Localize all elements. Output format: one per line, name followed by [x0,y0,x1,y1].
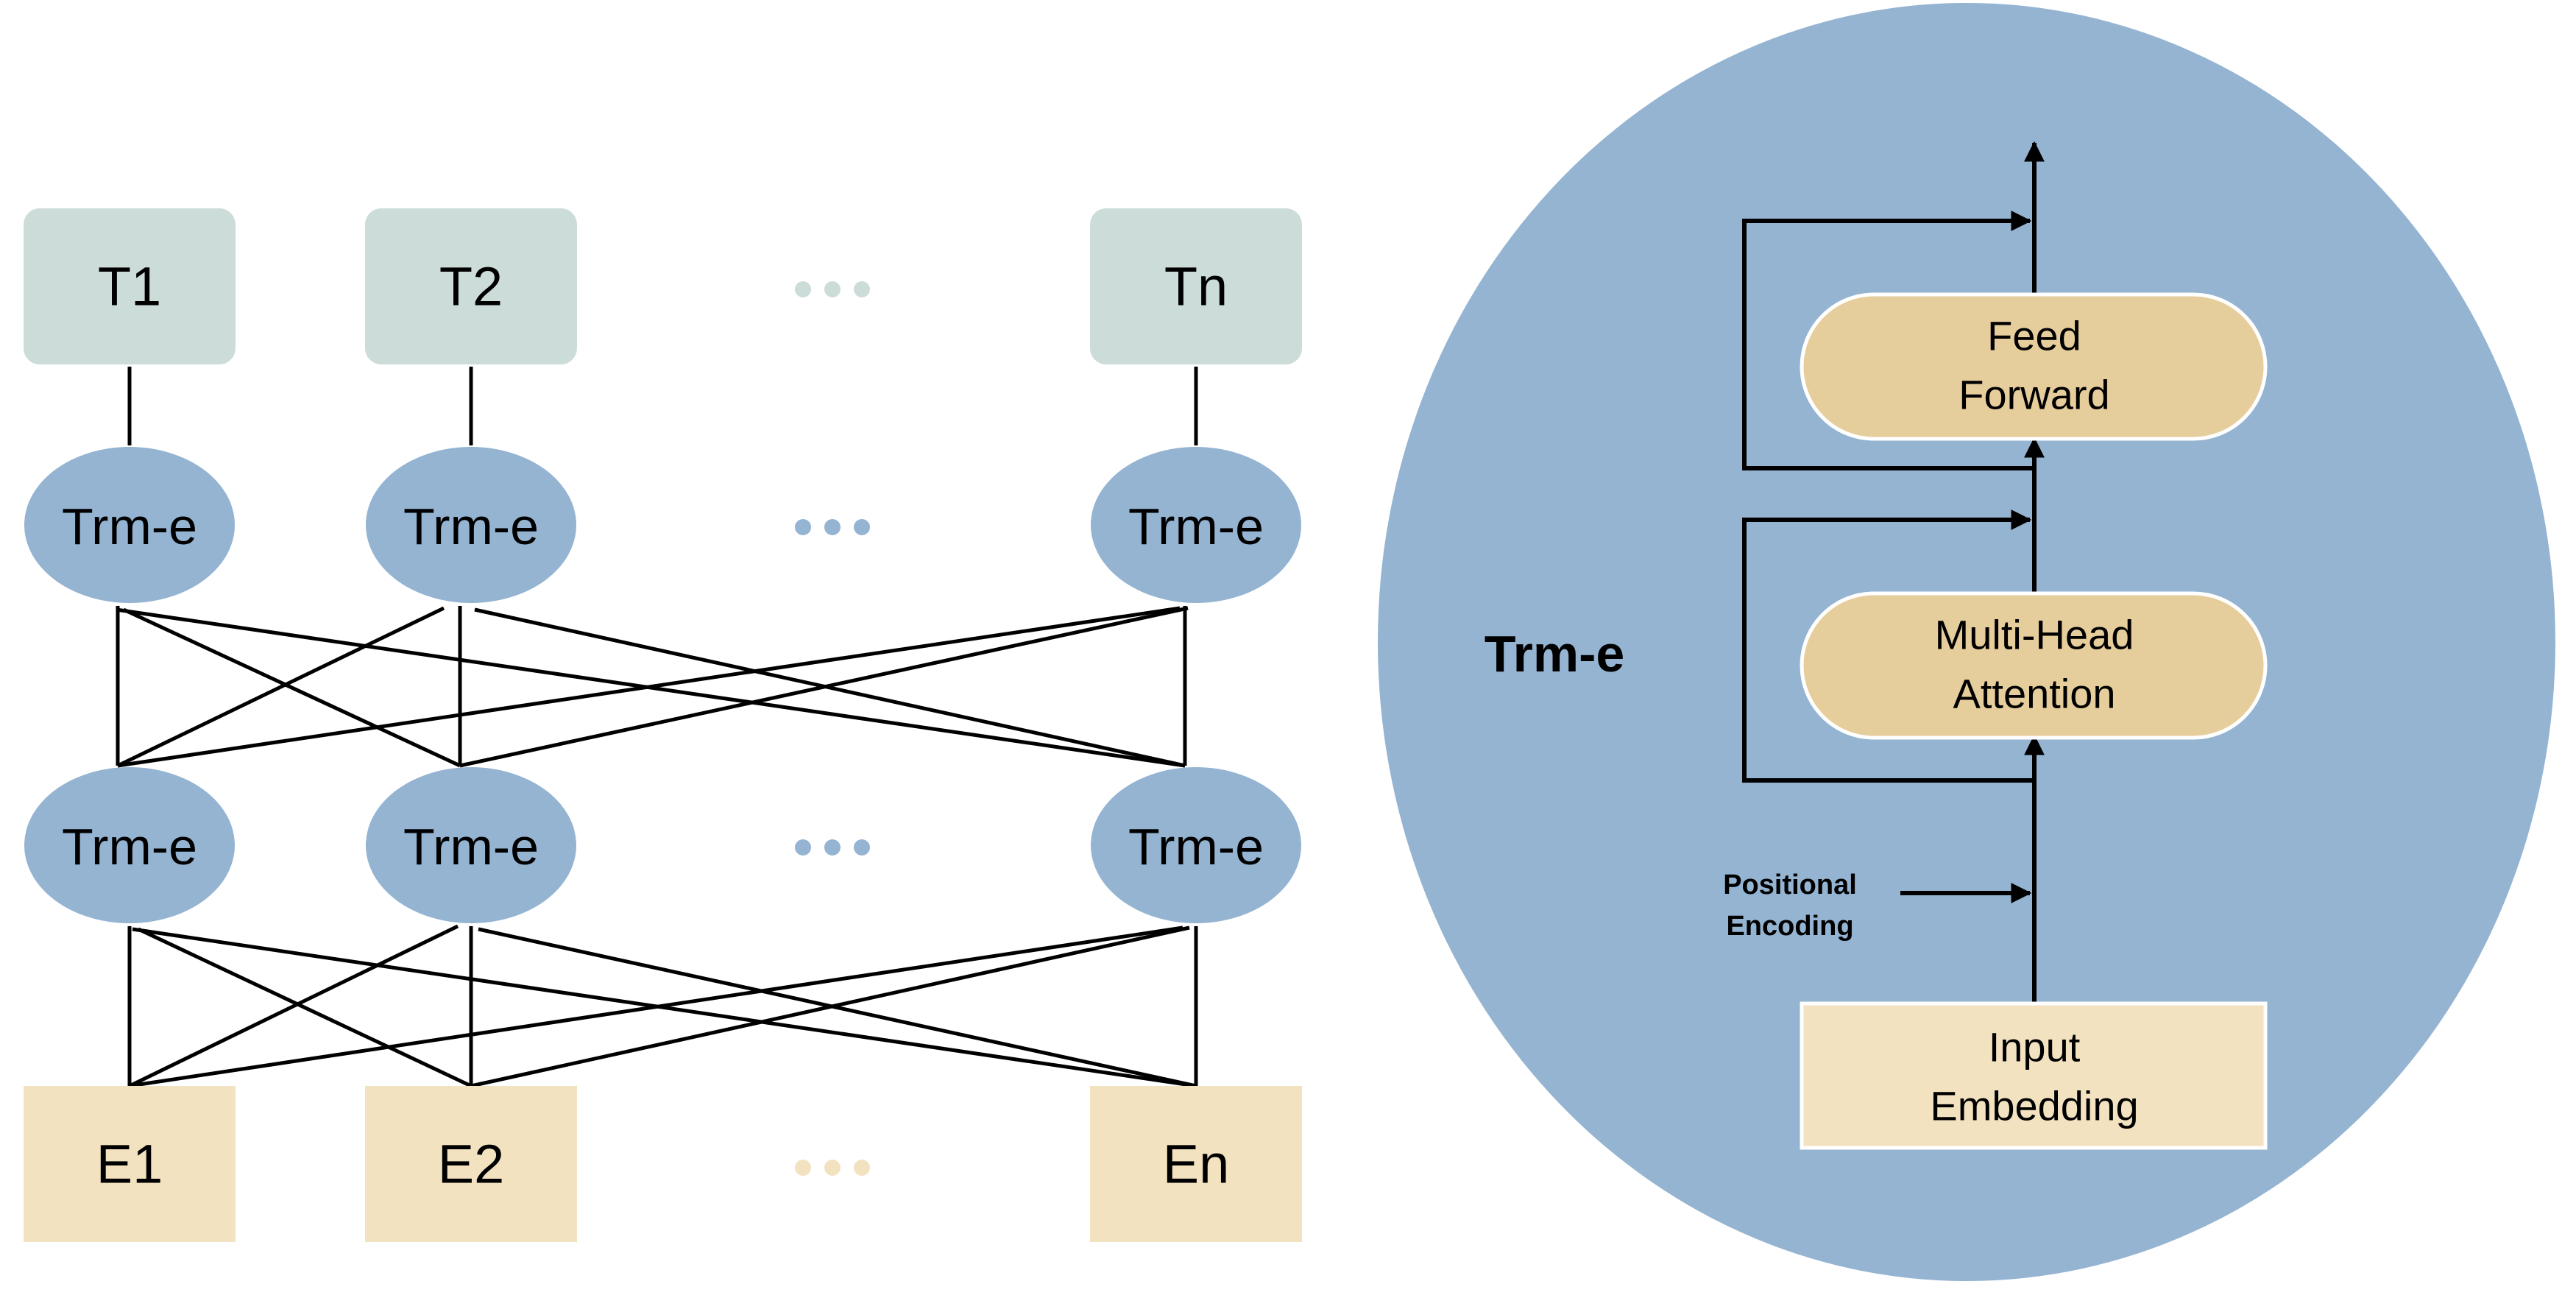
lower-node-row: Trm-e Trm-e Trm-e [24,767,1301,923]
feed-forward-box [1800,292,2268,441]
output-box-tn [1090,208,1302,364]
input-embedding-box [1800,1001,2268,1150]
cross-connections-upper [116,605,1189,768]
positional-encoding-line-1: Positional [1723,870,1857,900]
input-row: E1 E2 En [24,1086,1302,1242]
upper-node-1 [24,447,235,603]
attention-line-2: Attention [1953,671,2115,717]
input-embedding-block: Input Embedding [1800,1001,2268,1150]
upper-node-label-1: Trm-e [62,498,197,555]
positional-encoding-line-2: Encoding [1726,911,1853,942]
lower-node-2 [366,767,576,923]
ellipsis-dots-upper [795,519,870,535]
lower-node-n [1091,767,1301,923]
upper-node-row: Trm-e Trm-e Trm-e [24,447,1301,603]
right-panel: Trm-e Feed Forward Multi-Head Atten [1378,3,2555,1281]
output-row: T1 T2 Tn [24,208,1302,364]
ellipsis-dots-input [795,1160,870,1176]
lower-node-label-2: Trm-e [403,818,539,875]
output-label-t1: T1 [98,256,161,317]
output-box-t2 [365,208,577,364]
lower-node-label-n: Trm-e [1128,818,1264,875]
output-arrows [127,366,1198,445]
input-box-e2 [365,1086,577,1242]
left-panel: T1 T2 Tn Trm-e Trm-e Trm-e [24,208,1302,1242]
input-box-e1 [24,1086,236,1242]
input-label-e1: E1 [96,1134,163,1195]
attention-line-1: Multi-Head [1935,612,2134,658]
output-box-t1 [24,208,236,364]
feed-forward-line-2: Forward [1958,372,2109,418]
output-label-tn: Tn [1164,256,1228,317]
feed-forward-line-1: Feed [1987,313,2081,359]
attention-block: Multi-Head Attention [1800,591,2268,740]
input-embedding-line-2: Embedding [1930,1083,2138,1129]
feed-forward-block: Feed Forward [1800,292,2268,441]
input-box-en [1090,1086,1302,1242]
lower-node-label-1: Trm-e [62,818,197,875]
ellipsis-dots-lower [795,839,870,856]
attention-box [1800,591,2268,740]
lower-node-1 [24,767,235,923]
input-label-e2: E2 [438,1134,505,1195]
output-label-t2: T2 [439,256,503,317]
upper-node-label-2: Trm-e [403,498,539,555]
input-label-en: En [1163,1134,1230,1195]
upper-node-n [1091,447,1301,603]
input-embedding-line-1: Input [1989,1024,2081,1071]
upper-node-label-n: Trm-e [1128,498,1264,555]
encoder-title: Trm-e [1485,625,1625,682]
ellipsis-dots-output [795,281,870,297]
upper-node-2 [366,447,576,603]
encoder-flow-lines [1742,141,2045,1004]
cross-connections-lower [127,924,1198,1088]
